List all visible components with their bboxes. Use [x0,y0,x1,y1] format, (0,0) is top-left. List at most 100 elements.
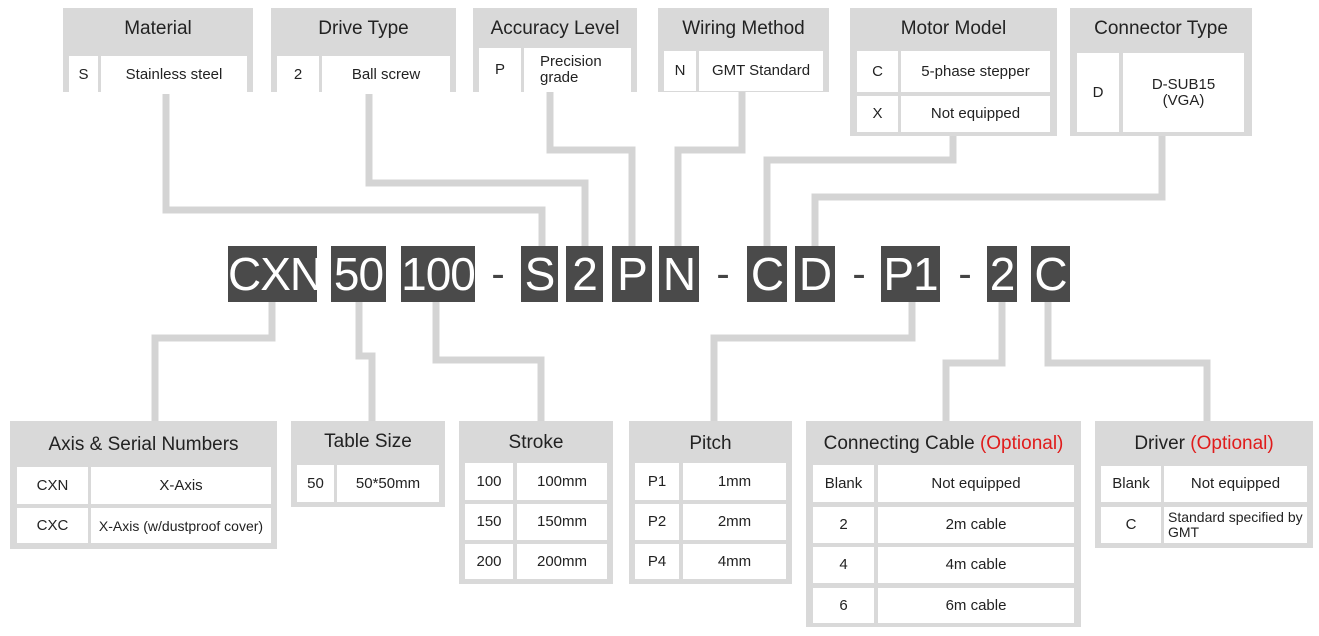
connecting-cable-title: Connecting Cable (Optional) [806,433,1081,455]
drive-type-desc: Ball screw [322,56,450,94]
separator-2: - [716,252,730,296]
motor-model-desc-1: 5-phase stepper [901,51,1050,92]
driver-title-text: Driver [1134,433,1185,454]
segment-pitch: P1 [881,246,940,302]
pitch-code-1: P1 [635,463,679,500]
wiring-method-desc: GMT Standard [699,51,823,91]
connecting-cable-desc-4: 6m cable [878,588,1074,623]
stroke-desc-3: 200mm [517,544,607,579]
connecting-cable-code-3: 4 [813,547,874,583]
stroke-desc-1: 100mm [517,463,607,500]
material-title: Material [124,18,192,39]
connecting-cable-code-4: 6 [813,588,874,623]
connector-cable [942,302,1006,421]
driver-box: Driver (Optional) Blank Not equipped C S… [1095,421,1313,548]
pitch-desc-2: 2mm [683,504,786,540]
accuracy-level-box: Accuracy Level P Precision grade [473,8,637,92]
connector-type-box: Connector Type D D-SUB15 (VGA) [1070,8,1252,136]
connector-motor [763,136,957,246]
driver-optional-label: (Optional) [1190,433,1274,454]
stroke-code-2: 150 [465,504,513,540]
separator-3: - [852,252,866,296]
stroke-title: Stroke [508,432,564,453]
axis-serial-desc-1: X-Axis [91,467,271,504]
pitch-code-2: P2 [635,504,679,540]
segment-wiring: N [659,246,699,302]
connecting-cable-code-1: Blank [813,465,874,502]
axis-serial-title: Axis & Serial Numbers [48,434,239,455]
drive-type-title: Drive Type [318,18,409,39]
accuracy-level-desc: Precision grade [524,48,631,92]
segment-axis: CXN [228,246,323,302]
drive-type-code: 2 [277,56,319,94]
connector-type-title: Connector Type [1094,18,1228,39]
segment-cable: 2 [987,246,1017,302]
table-size-desc: 50*50mm [337,465,439,502]
motor-model-box: Motor Model C 5-phase stepper X Not equi… [850,8,1057,136]
material-desc: Stainless steel [101,56,247,94]
table-size-code: 50 [297,465,334,502]
driver-code-2: C [1101,507,1161,543]
motor-model-title: Motor Model [900,18,1007,39]
connecting-cable-desc-1: Not equipped [878,465,1074,502]
wiring-method-title: Wiring Method [682,18,805,39]
connector-connector-type [811,136,1166,246]
driver-title: Driver (Optional) [1095,433,1313,455]
segment-connector-type: D [795,246,835,302]
segment-material: S [521,246,558,302]
motor-model-desc-2: Not equipped [901,96,1050,132]
connector-accuracy [546,92,636,246]
stroke-desc-2: 150mm [517,504,607,540]
connecting-cable-box: Connecting Cable (Optional) Blank Not eq… [806,421,1081,627]
pitch-title: Pitch [689,433,732,454]
segment-motor: C [747,246,787,302]
wiring-method-code: N [664,51,696,91]
segment-driver: C [1031,246,1070,302]
motor-model-code-1: C [857,51,898,92]
axis-serial-box: Axis & Serial Numbers CXN X-Axis CXC X-A… [10,421,277,549]
connector-type-desc: D-SUB15 (VGA) [1123,53,1244,132]
connecting-cable-desc-2: 2m cable [878,507,1074,543]
motor-model-code-2: X [857,96,898,132]
driver-desc-1: Not equipped [1164,466,1307,502]
axis-serial-desc-2: X-Axis (w/dustproof cover) [91,508,271,543]
connecting-cable-desc-3: 4m cable [878,547,1074,583]
segment-table-size: 50 [331,246,386,302]
connector-pitch [710,302,916,421]
connector-type-code: D [1077,53,1119,132]
stroke-code-3: 200 [465,544,513,579]
segment-accuracy: P [612,246,652,302]
accuracy-level-code: P [479,48,521,92]
axis-serial-code-1: CXN [17,467,88,504]
axis-serial-code-2: CXC [17,508,88,543]
separator-1: - [491,252,505,296]
material-code: S [69,56,98,94]
connector-table-size [355,302,376,421]
segment-drive-type: 2 [566,246,603,302]
separator-4: - [958,252,972,296]
connector-drive-type [365,92,589,246]
pitch-box: Pitch P1 1mm P2 2mm P4 4mm [629,421,792,584]
connecting-cable-code-2: 2 [813,507,874,543]
accuracy-level-title: Accuracy Level [490,18,620,39]
table-size-box: Table Size 50 50*50mm [291,421,445,507]
connector-stroke [432,302,545,421]
wiring-method-box: Wiring Method N GMT Standard [658,8,829,92]
connector-axis [151,302,276,421]
pitch-code-3: P4 [635,544,679,579]
stroke-code-1: 100 [465,463,513,500]
table-size-title: Table Size [324,431,412,452]
connector-driver [1044,302,1211,421]
segment-stroke: 100 [401,246,476,302]
connecting-cable-title-text: Connecting Cable [823,433,975,454]
pitch-desc-3: 4mm [683,544,786,579]
pitch-desc-1: 1mm [683,463,786,500]
connecting-cable-optional-label: (Optional) [979,433,1064,454]
material-box: Material S Stainless steel [63,8,253,94]
driver-desc-2: Standard specified by GMT [1164,507,1307,543]
connector-material [162,92,546,246]
stroke-box: Stroke 100 100mm 150 150mm 200 200mm [459,421,613,584]
connector-wiring [674,92,746,246]
drive-type-box: Drive Type 2 Ball screw [271,8,456,94]
